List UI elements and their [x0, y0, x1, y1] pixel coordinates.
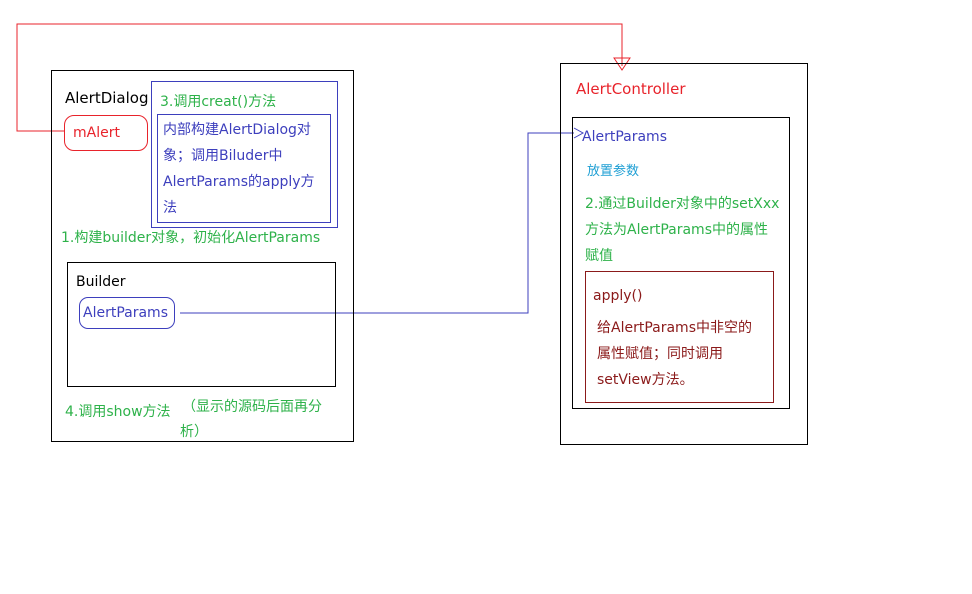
step3-body-line: 象；调用Biluder中 [163, 148, 283, 164]
alert-dialog-box [51, 70, 354, 442]
alert-controller-box [560, 63, 808, 445]
step2-line: 赋值 [585, 248, 613, 264]
apply-title: apply() [593, 288, 643, 304]
step2-text: 2.通过Builder对象中的setXxx 方法为AlertParams中的属性… [585, 191, 779, 269]
malert-to-controller-arrowhead [613, 57, 631, 71]
builder-params-label: AlertParams [83, 305, 168, 321]
alert-dialog-title: AlertDialog [65, 89, 149, 107]
controller-params-note: 放置参数 [587, 164, 640, 179]
step2-line: 2.通过Builder对象中的setXxx [585, 196, 780, 212]
malert-to-controller-line [16, 23, 623, 132]
apply-body-line: 给AlertParams中非空的 [597, 320, 752, 336]
builder-params-pill [79, 297, 175, 329]
apply-body-line: 属性赋值；同时调用 [597, 346, 723, 362]
apply-body: 给AlertParams中非空的 属性赋值；同时调用 setView方法。 [597, 315, 752, 393]
controller-params-box [572, 117, 790, 409]
step3-body-line: 内部构建AlertDialog对 [163, 122, 311, 138]
params-to-params-line [180, 132, 574, 314]
builder-box [67, 262, 336, 387]
step3-body-line: AlertParams的apply方 [163, 174, 315, 190]
malert-pill [64, 115, 148, 151]
step3-title: 3.调用creat()方法 [160, 94, 277, 110]
controller-params-title: AlertParams [582, 129, 667, 145]
apply-body-line: setView方法。 [597, 372, 694, 388]
step3-outer-box [151, 81, 338, 228]
step4-note-line2: 析） [180, 424, 208, 440]
step3-body: 内部构建AlertDialog对 象；调用Biluder中 AlertParam… [163, 117, 315, 221]
malert-label: mAlert [73, 125, 120, 141]
alert-controller-title: AlertController [576, 80, 686, 98]
builder-title: Builder [76, 274, 126, 290]
step1-label: 1.构建builder对象，初始化AlertParams [61, 230, 321, 246]
step3-body-line: 法 [163, 200, 177, 216]
step2-line: 方法为AlertParams中的属性 [585, 222, 768, 238]
apply-box [585, 271, 774, 403]
step3-inner-box [157, 114, 331, 223]
step4-note-line1: （显示的源码后面再分 [182, 399, 322, 415]
step4-label: 4.调用show方法 [65, 404, 171, 420]
params-to-params-arrowhead [573, 127, 585, 139]
